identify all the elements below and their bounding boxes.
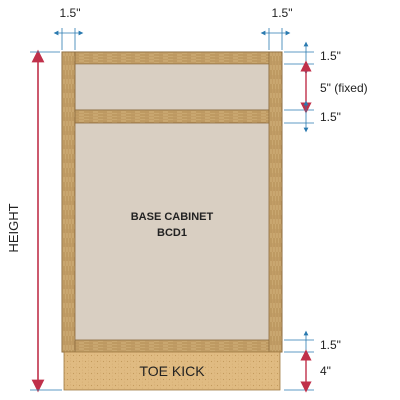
top-rail-label: 1.5" [320,49,341,63]
toe-kick [63,351,281,391]
mid-rail-label: 1.5" [320,110,341,124]
drawer-opening-label: 5" (fixed) [320,81,368,95]
top-rail [61,51,283,65]
height-label: HEIGHT [6,203,21,252]
top-left-stile-label: 1.5" [60,6,81,20]
cabinet-name-line1: BASE CABINET [131,211,214,223]
left-stile [61,51,76,353]
top-right-stile-label: 1.5" [272,6,293,20]
right-stile [268,51,283,353]
mid-rail [61,109,283,124]
toe-kick-height-label: 4" [320,364,331,378]
bottom-rail-label: 1.5" [320,338,341,352]
bottom-rail [61,339,283,353]
drawer-opening [74,63,270,111]
toe-kick-label: TOE KICK [139,363,205,379]
cabinet-name-line2: BCD1 [157,227,187,239]
